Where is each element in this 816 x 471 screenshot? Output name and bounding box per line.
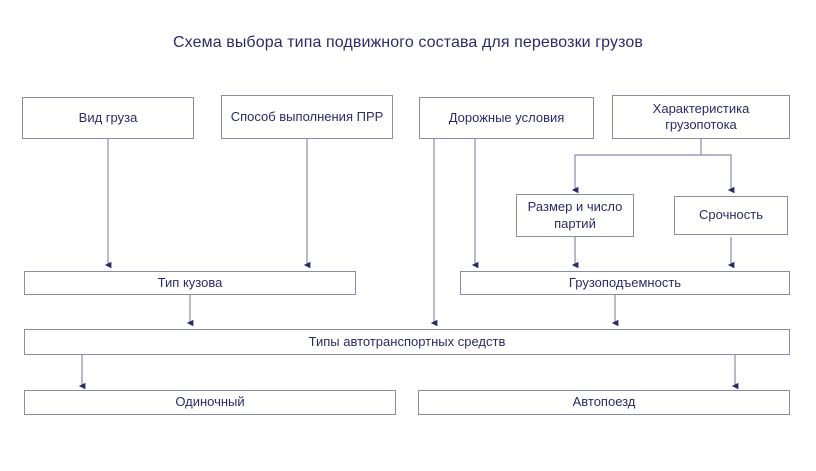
edge-harakteristika-split: [571, 139, 702, 194]
node-srochnost[interactable]: Срочность: [674, 196, 788, 235]
node-harakteristika-gruzopotoka[interactable]: Характеристика грузопотока: [612, 95, 790, 139]
node-tip-kuzova-label: Тип кузова: [157, 274, 223, 290]
node-dorozhnye-usloviya[interactable]: Дорожные условия: [419, 97, 594, 139]
node-avtopoezd-label: Автопоезд: [572, 394, 636, 410]
node-gruzopodemnost[interactable]: Грузоподъемность: [460, 271, 790, 295]
node-tip-kuzova[interactable]: Тип кузова: [24, 271, 356, 295]
node-gruzopodemnost-label: Грузоподъемность: [568, 274, 682, 290]
node-tipy-avtotransportnyh-sredstv-label: Типы автотранспортных средств: [308, 333, 506, 349]
node-vid-gruza-label: Вид груза: [78, 109, 138, 125]
page-title: Схема выбора типа подвижного состава для…: [173, 34, 643, 51]
node-odinochnyy-label: Одиночный: [175, 394, 245, 410]
node-razmer-i-chislo-partiy-label: Размер и число партий: [527, 199, 623, 231]
node-vid-gruza[interactable]: Вид груза: [22, 97, 194, 139]
node-avtopoezd[interactable]: Автопоезд: [418, 390, 790, 415]
node-srochnost-label: Срочность: [699, 207, 763, 223]
node-razmer-i-chislo-partiy[interactable]: Размер и число партий: [516, 194, 634, 237]
node-dorozhnye-usloviya-label: Дорожные условия: [448, 109, 565, 125]
node-tipy-avtotransportnyh-sredstv[interactable]: Типы автотранспортных средств: [24, 329, 790, 355]
node-sposob-prr[interactable]: Способ выполнения ПРР: [221, 95, 393, 139]
node-odinochnyy[interactable]: Одиночный: [24, 390, 396, 415]
edge-harakteristika-to-srochnost: [701, 154, 735, 194]
node-harakteristika-gruzopotoka-label: Характеристика грузопотока: [652, 100, 750, 132]
node-sposob-prr-label: Способ выполнения ПРР: [230, 108, 384, 124]
